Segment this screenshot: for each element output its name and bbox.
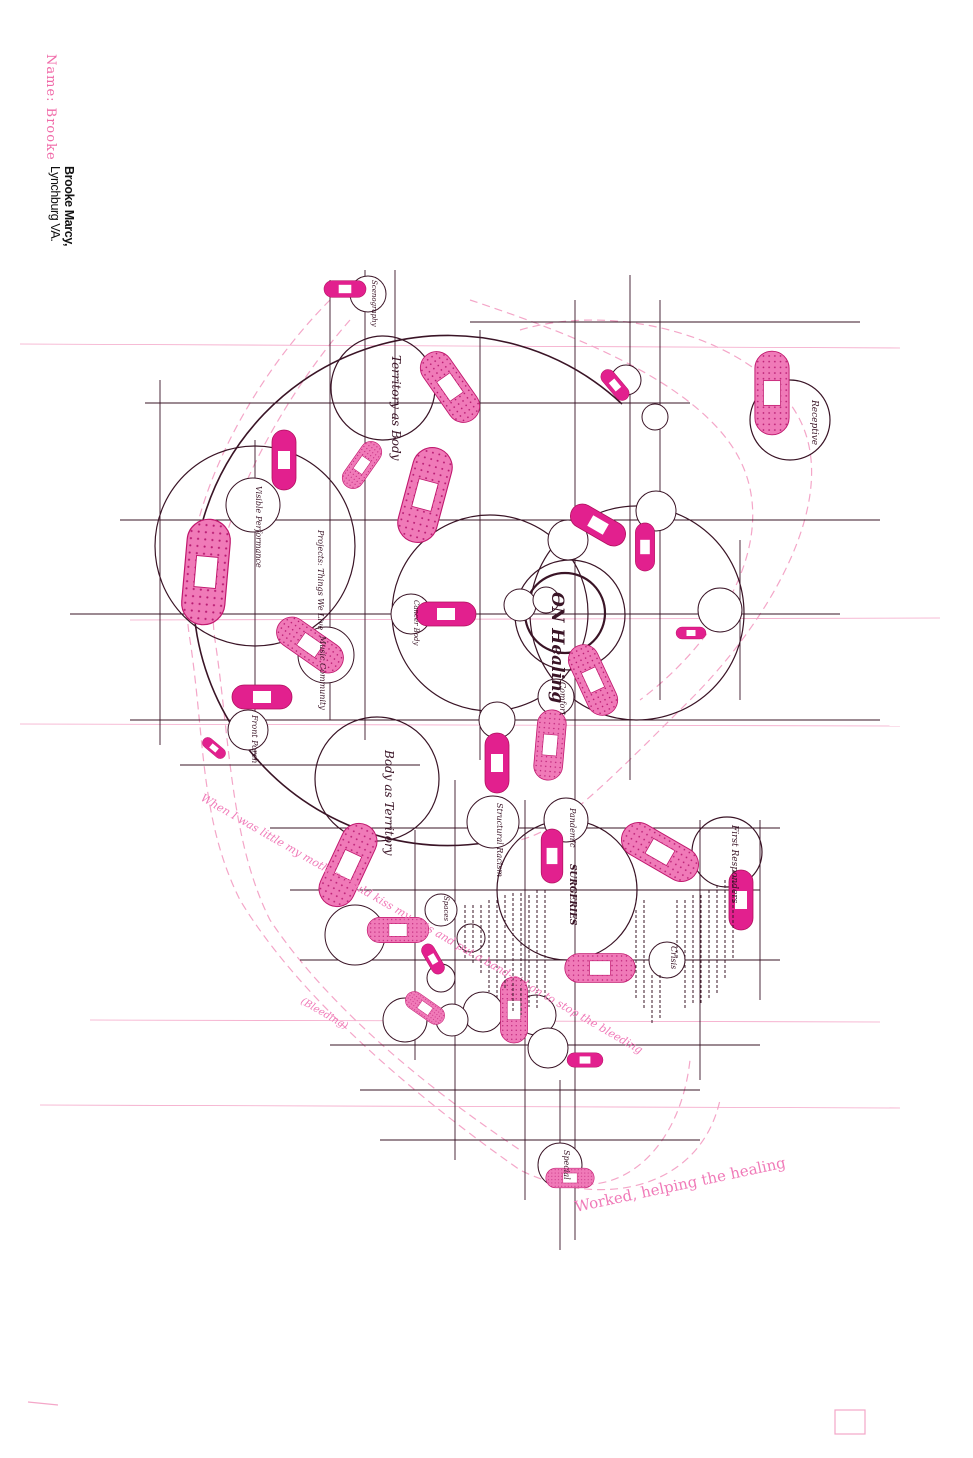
small-circles <box>226 276 742 1187</box>
label-body-territory: Body as Territory <box>382 749 396 856</box>
label-music-community: Music Community <box>318 635 327 710</box>
bandages <box>180 281 789 1188</box>
label-receptive: Receptive <box>809 399 819 445</box>
label-surgeries: SURGERIES <box>567 864 577 926</box>
label-comfort: Comfort <box>558 682 567 716</box>
stray-marks <box>28 1402 865 1434</box>
label-territory-body: Territory as Body <box>389 355 403 461</box>
label-spaces: Spaces <box>442 896 450 922</box>
label-cancer-body: Cancer Body <box>412 600 420 647</box>
label-front-porch: Front Porch <box>250 714 259 763</box>
label-projects: Projects: Things We Live <box>316 529 325 630</box>
label-structural-racism: Structural Racism <box>495 803 504 877</box>
label-pandemic: Pandemic <box>568 807 577 848</box>
label-first-responders: First Responders <box>729 824 739 904</box>
label-scenography: Scenography <box>370 280 378 328</box>
circle-outlines <box>155 335 830 960</box>
bottom-note-sub: (Bleeding) <box>299 996 350 1032</box>
corner-note: Worked, helping the healing <box>573 1153 788 1215</box>
label-visible-performance: Visible Performance <box>254 486 263 568</box>
label-special: Special <box>562 1150 571 1180</box>
